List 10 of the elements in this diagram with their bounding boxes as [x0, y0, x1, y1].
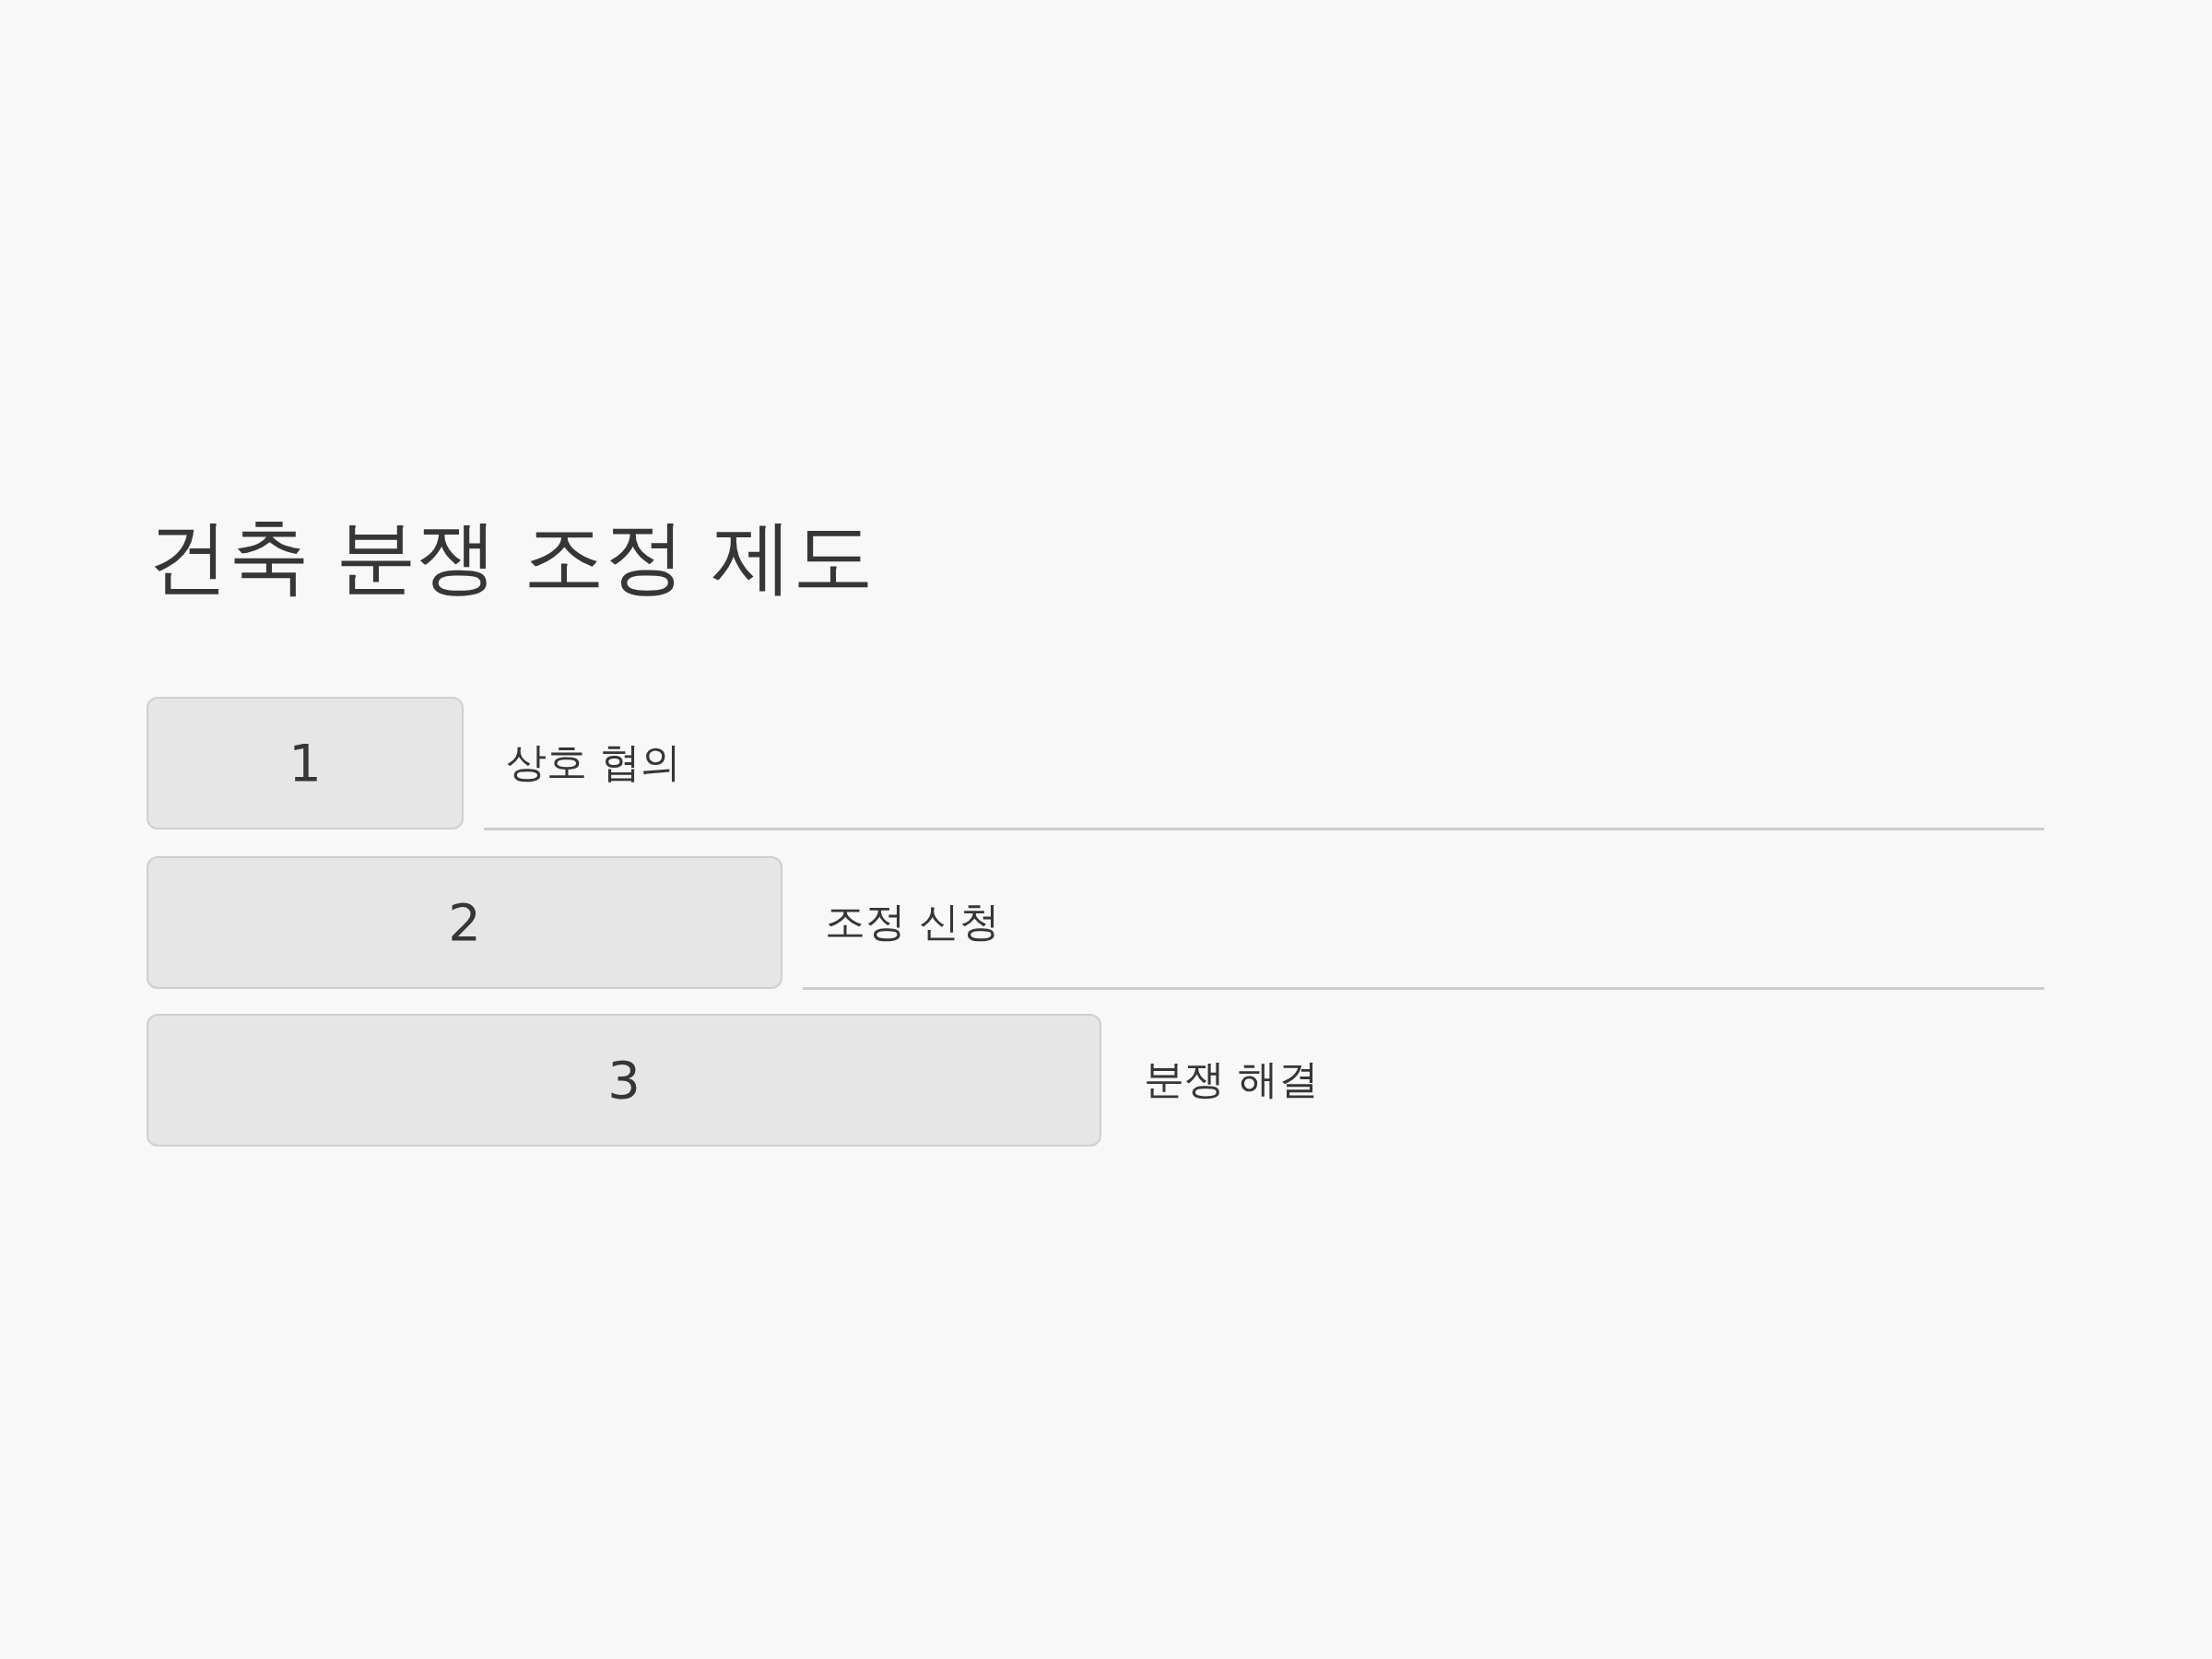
step-box — [147, 1014, 1101, 1147]
step-number: 3 — [607, 1054, 641, 1106]
step-number: 1 — [288, 737, 322, 789]
step-label: 조정 신청 — [825, 900, 1000, 945]
step-number: 2 — [448, 897, 481, 948]
diagram-title: 건축 분쟁 조정 제도 — [147, 516, 874, 597]
step-label: 분쟁 해결 — [1144, 1057, 1319, 1102]
step-box — [147, 856, 782, 989]
step-box — [147, 697, 464, 830]
step-label: 상호 협의 — [506, 740, 681, 785]
